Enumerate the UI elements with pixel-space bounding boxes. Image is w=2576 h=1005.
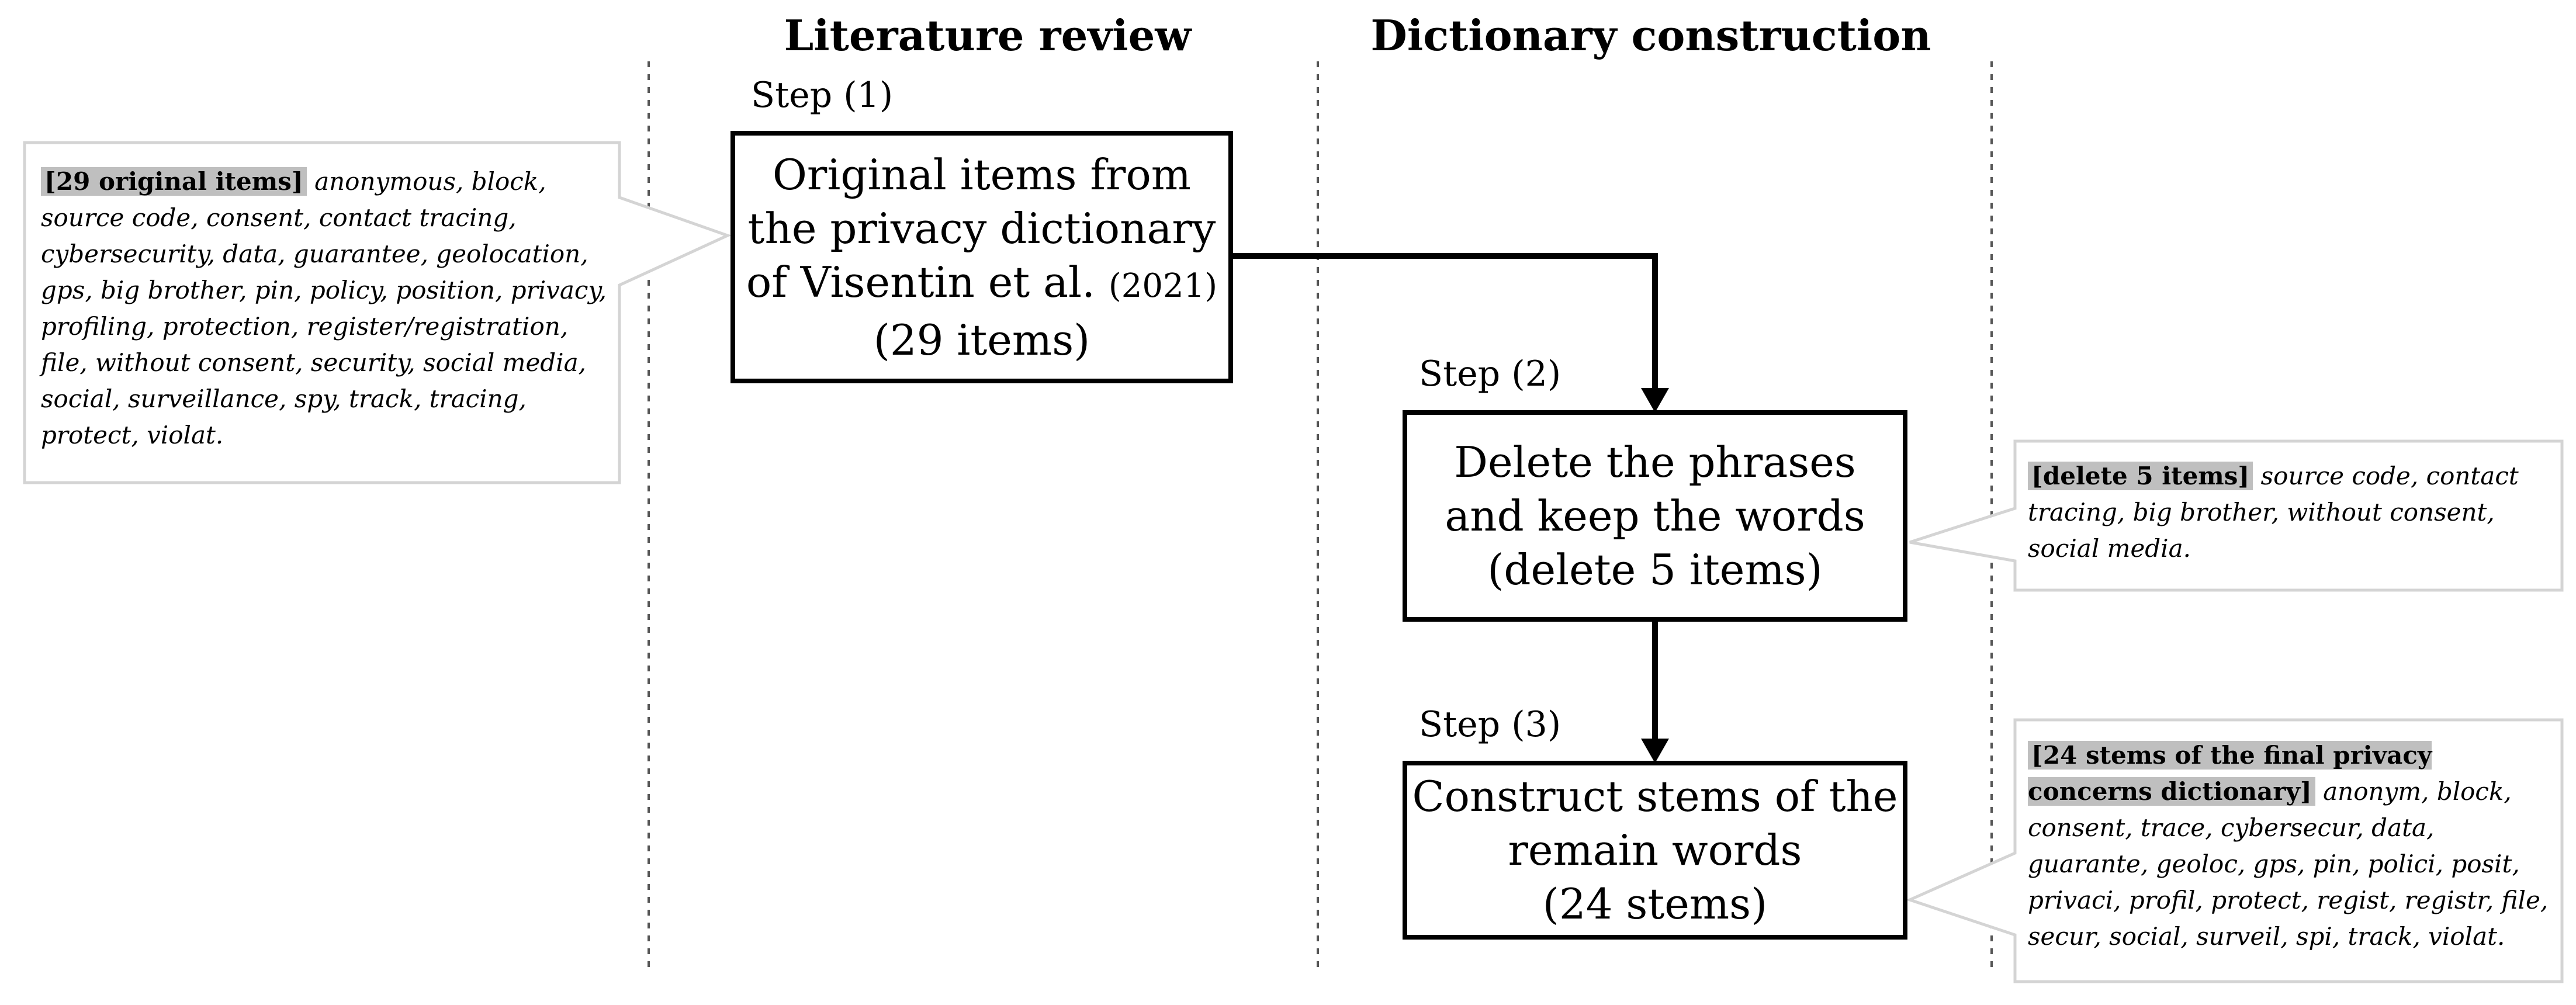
header-literature-review: Literature review [784, 11, 1192, 60]
arrowhead-step2 [1641, 388, 1669, 413]
step-3-line-2: remain words [1508, 826, 1802, 875]
step-1-line-3-text: of Visentin et al. [746, 257, 1095, 307]
step-3-box: Construct stems of the remain words (24 … [1403, 761, 1907, 940]
callout-original-outline [23, 141, 732, 484]
callout-deleted-text: source code, contact tracing, big brothe… [2028, 462, 2519, 563]
callout-deleted-tag: [delete 5 items] [2028, 462, 2253, 490]
callout-deleted-items: [delete 5 items] source code, contact tr… [2028, 458, 2554, 567]
step-2-line-1: Delete the phrases [1454, 438, 1856, 487]
step-1-label: Step (1) [751, 75, 894, 116]
callout-original-items: [29 original items] anonymous, block, so… [41, 164, 619, 453]
step-3-label: Step (3) [1419, 704, 1561, 745]
step-3-line-3: (24 stems) [1542, 879, 1768, 928]
callout-stems-text: anonym, block, consent, trace, cybersecu… [2028, 777, 2549, 951]
step-1-box: Original items from the privacy dictiona… [730, 131, 1233, 383]
callout-final-stems: [24 stems of the final privacy concerns … [2028, 737, 2554, 955]
arrowhead-step3 [1641, 739, 1669, 763]
step-1-line-3: of Visentin et al. (2021) [746, 255, 1217, 313]
step-1-line-1: Original items from [772, 150, 1192, 199]
step-2-label: Step (2) [1419, 354, 1561, 394]
arrow-step1-to-step2 [1231, 253, 1658, 390]
step-1-line-4: (29 items) [873, 315, 1090, 365]
step-1-year: (2021) [1108, 266, 1218, 305]
callout-original-text: anonymous, block, source code, consent, … [41, 167, 607, 449]
header-dictionary-construction: Dictionary construction [1370, 11, 1931, 60]
step-2-line-2: and keep the words [1445, 491, 1865, 540]
step-2-box: Delete the phrases and keep the words (d… [1403, 410, 1907, 622]
step-1-line-2: the privacy dictionary [747, 203, 1216, 253]
callout-original-tag: [29 original items] [41, 167, 307, 196]
step-2-line-3: (delete 5 items) [1487, 545, 1823, 594]
step-3-line-1: Construct stems of the [1412, 772, 1898, 821]
